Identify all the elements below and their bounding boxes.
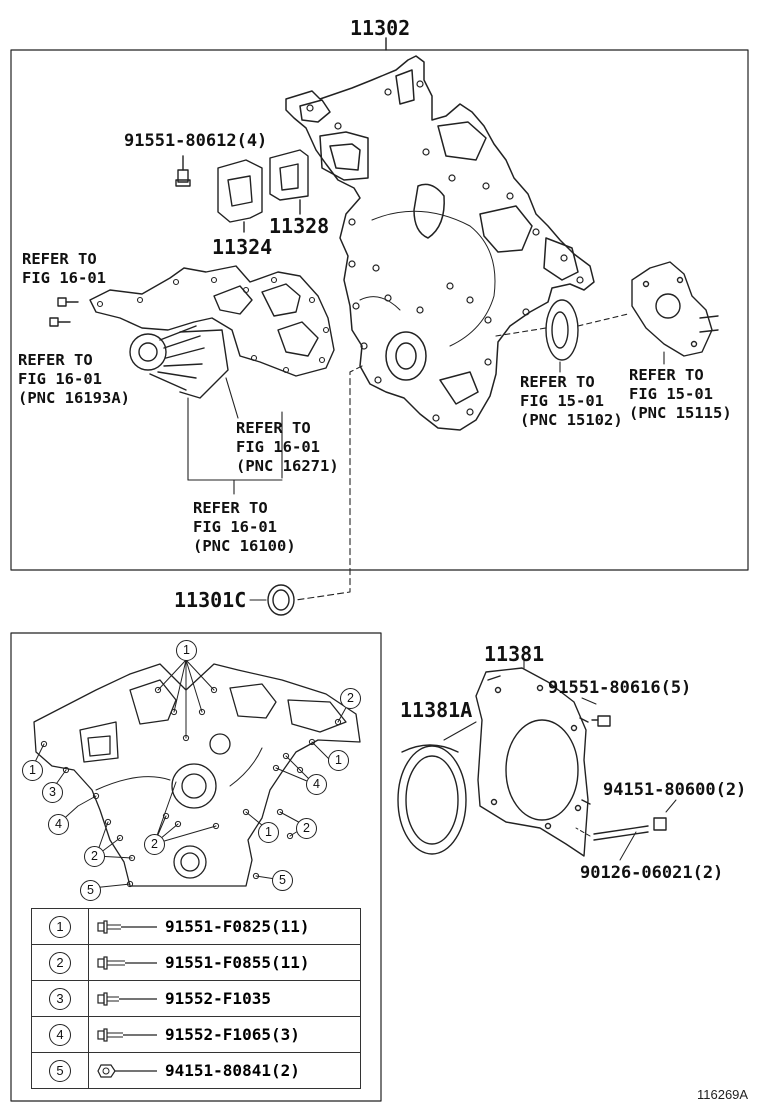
oil-seal-11381A-drawing: [397, 744, 467, 855]
nut-94151-80600-label: 94151-80600(2): [603, 780, 747, 800]
legend-part-number: 94151-80841(2): [165, 1061, 300, 1080]
oil-seal-11381A-label: 11381A: [400, 698, 473, 722]
callout-1: 1: [258, 822, 279, 843]
diagram-id: 116269A: [697, 1087, 749, 1102]
callout-2: 2: [144, 834, 165, 855]
refer-pnc-16100-note: REFER TO FIG 16-01 (PNC 16100): [193, 499, 296, 555]
callout-2: 2: [84, 846, 105, 867]
oil-pump-drawing: [631, 261, 719, 357]
gasket-11324-label: 11324: [212, 235, 273, 259]
callout-2: 2: [296, 818, 317, 839]
bottom-left-frame: [10, 632, 382, 1102]
legend-row: 4 91552-F1065(3): [31, 1016, 361, 1053]
legend-row: 2 91551-F0855(11): [31, 944, 361, 981]
refer-pnc-15115-note: REFER TO FIG 15-01 (PNC 15115): [629, 366, 732, 422]
legend-number: 5: [49, 1059, 71, 1082]
oil-pump-rotor-drawing: [545, 299, 579, 361]
legend-number: 3: [49, 987, 71, 1010]
flange-bolt-icon: [97, 1027, 157, 1042]
flange-bolt-icon: [97, 991, 157, 1006]
water-pump-bolts-drawing: [49, 297, 79, 327]
callout-4: 4: [48, 814, 69, 835]
retainer-11381-label: 11381: [484, 642, 545, 666]
callout-1: 1: [22, 760, 43, 781]
callout-3: 3: [42, 782, 63, 803]
nut-icon: [97, 1063, 157, 1078]
timing-chain-cover-drawing: [285, 55, 595, 431]
bolt-location-diagram: [33, 663, 361, 887]
callout-5: 5: [80, 880, 101, 901]
callout-1: 1: [328, 750, 349, 771]
gasket-11328-label: 11328: [269, 214, 330, 238]
callout-1: 1: [176, 640, 197, 661]
flange-bolt-icon: [97, 955, 157, 970]
legend-number: 2: [49, 951, 71, 974]
legend-part-number: 91551-F0825(11): [165, 917, 310, 936]
seal-11301C-drawing: [267, 584, 295, 616]
bolt-part-number: 91551-80612(4): [124, 131, 268, 151]
stud-nut-drawing: [575, 799, 677, 861]
callout-2: 2: [340, 688, 361, 709]
fastener-legend-table: 1 91551-F0825(11) 2 91551-F0855(11) 3 91…: [31, 908, 361, 1089]
bolt-91551-80612-drawing: [175, 155, 191, 187]
bolt-91551-80616-label: 91551-80616(5): [548, 678, 692, 698]
callout-5: 5: [272, 870, 293, 891]
refer-fig-16-01-note: REFER TO FIG 16-01: [22, 250, 106, 287]
stud-90126-06021-label: 90126-06021(2): [580, 863, 724, 883]
top-section-frame: [10, 49, 749, 571]
refer-pnc-16193A-note: REFER TO FIG 16-01 (PNC 16193A): [18, 351, 130, 407]
callout-4: 4: [306, 774, 327, 795]
gasket-11328-drawing: [269, 149, 309, 201]
seal-11301C-label: 11301C: [174, 588, 247, 612]
bolt-location-dots: [40, 686, 342, 888]
water-pump-drawing: [89, 265, 335, 495]
refer-pnc-16271-note: REFER TO FIG 16-01 (PNC 16271): [236, 419, 339, 475]
legend-row: 3 91552-F1035: [31, 980, 361, 1017]
flange-bolt-icon: [97, 919, 157, 934]
assembly-part-number: 11302: [350, 16, 411, 40]
legend-row: 1 91551-F0825(11): [31, 908, 361, 945]
oil-seal-retainer-drawing: [475, 667, 591, 857]
legend-part-number: 91551-F0855(11): [165, 953, 310, 972]
bolt-91551-80616-drawing: [581, 697, 611, 727]
legend-part-number: 91552-F1035: [165, 989, 271, 1008]
legend-number: 4: [49, 1023, 71, 1046]
legend-number: 1: [49, 915, 71, 938]
legend-row: 5 94151-80841(2): [31, 1052, 361, 1089]
refer-pnc-15102-note: REFER TO FIG 15-01 (PNC 15102): [520, 373, 623, 429]
legend-part-number: 91552-F1065(3): [165, 1025, 300, 1044]
gasket-11324-drawing: [217, 159, 263, 223]
